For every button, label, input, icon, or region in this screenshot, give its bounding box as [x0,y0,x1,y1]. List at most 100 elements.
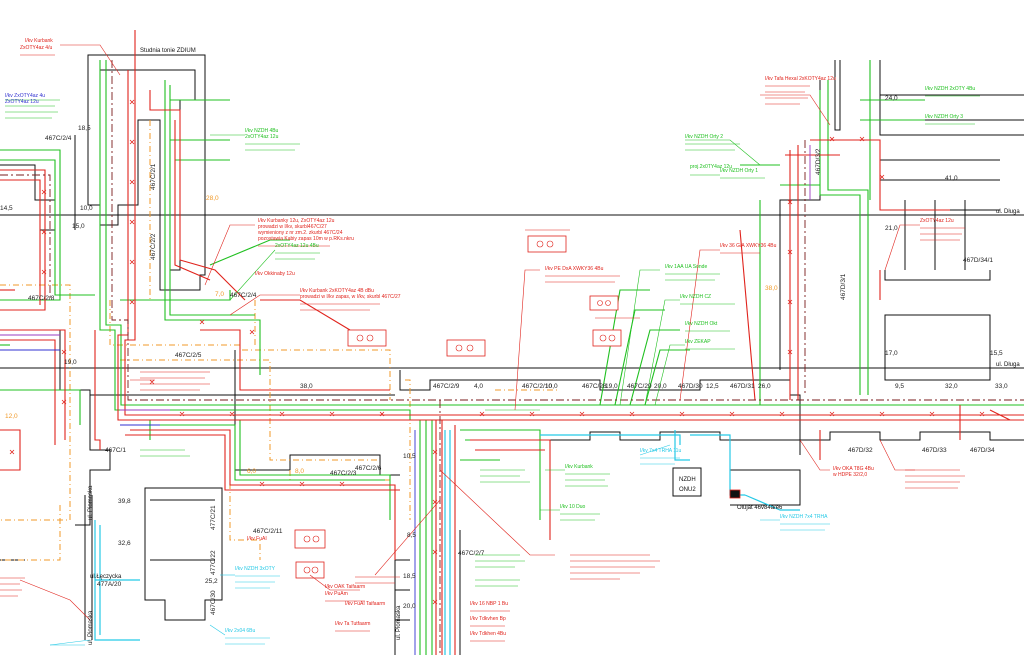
svg-text:I/kv Kurbank: I/kv Kurbank [25,38,53,44]
plot-label: 467C/2/6 [355,465,382,472]
plot-label: 467C/28 [582,383,607,390]
building-lower-left-strip [84,495,93,640]
label-nzdh: NZDH [679,477,696,483]
svg-text:20,0: 20,0 [403,603,416,610]
svg-text:7,0: 7,0 [215,291,224,298]
svg-text:19,0: 19,0 [605,383,618,390]
frontage-right [399,370,801,455]
building-right-mid [884,270,991,281]
svg-text:I/kv NZDH Orty 2: I/kv NZDH Orty 2 [685,134,723,140]
label-studnia: Studnia tonie ZDIUM [140,48,196,54]
svg-text:17,0: 17,0 [885,350,898,357]
street-piomazka-c: ul. Piomaska [88,610,94,645]
cyan-annotations: I/kv 7x4 TRHA 11u I/kv NZDH 7x4 TRHA I/k… [225,448,828,634]
frontage-right-lower [539,430,1024,441]
plot-label: 467C/1 [105,447,126,454]
svg-text:12,5: 12,5 [706,383,719,390]
svg-text:14,5: 14,5 [0,205,13,212]
svg-text:20,0: 20,0 [654,383,667,390]
plot-label: 467C/30 [210,590,217,615]
svg-text:I/kv 2x04 6Bu: I/kv 2x04 6Bu [225,628,256,634]
svg-text:8,5: 8,5 [407,532,416,539]
svg-text:32,0: 32,0 [945,383,958,390]
dimension-labels: 18,5 10,0 15,0 14,5 19,0 38,0 4,0 10,0 1… [0,95,1008,610]
svg-text:I/kv PE DxA XWKY36 4Bu: I/kv PE DxA XWKY36 4Bu [545,266,604,272]
svg-text:I/kv 10 Duo: I/kv 10 Duo [560,504,586,510]
svg-text:I/kv NZDH Orty 3: I/kv NZDH Orty 3 [925,114,963,120]
building-top-right-a [834,60,841,131]
purple-network [0,145,811,411]
svg-text:33,0: 33,0 [995,383,1008,390]
plot-label: 467C/29 [627,383,652,390]
svg-text:I/kv Kurbanky 12u, ZxOTY4az 12: I/kv Kurbanky 12u, ZxOTY4az 12u [258,218,335,224]
plot-label: 467C/2/7 [458,550,485,557]
svg-text:39,8: 39,8 [118,498,131,505]
svg-text:25,2: 25,2 [205,578,218,585]
building-top-right-c [779,80,821,370]
svg-text:I/kv Tdkvhen Bp: I/kv Tdkvhen Bp [470,616,506,622]
junction-box-symbols [303,240,616,574]
street-dluga-top: ul. Długa [996,209,1020,215]
svg-text:prowadzi w I/kv, skurbl467C/27: prowadzi w I/kv, skurbl467C/27 [258,224,327,230]
svg-text:I/kv Tdkhen 4Bu: I/kv Tdkhen 4Bu [470,631,506,637]
svg-text:38,0: 38,0 [300,383,313,390]
svg-text:I/kv 7x4 TRHA 11u: I/kv 7x4 TRHA 11u [640,448,681,454]
svg-text:w HDPE 32/2,0: w HDPE 32/2,0 [833,472,867,478]
svg-text:18,5: 18,5 [403,573,416,580]
plot-label: 467D/34 [970,447,995,454]
svg-text:10,0: 10,0 [545,383,558,390]
svg-text:4,0: 4,0 [474,383,483,390]
svg-text:I/kv Kurbank: I/kv Kurbank [565,464,593,470]
plot-label: 467C/2/3 [330,470,357,477]
svg-text:18,5: 18,5 [78,125,91,132]
red-crossmarks [9,99,985,605]
building-right-ladder [880,94,1024,211]
building-top-right-b [879,60,1024,136]
svg-text:32,6: 32,6 [118,540,131,547]
plot-label: 467D/3/1 [840,273,847,300]
red-annotations: I/kv Kurbank ZxOTY4az 4/u I/kv Kurbanky … [20,38,954,637]
svg-text:38,0: 38,0 [765,285,778,292]
svg-text:I/kv 16 NBP 1 Bu: I/kv 16 NBP 1 Bu [470,601,508,607]
svg-text:ZxOTY4az 4/u: ZxOTY4az 4/u [20,45,52,51]
label-obujat: Olujat 46v84a/e6 [737,505,783,511]
svg-text:I/kv OAK Taifaarm: I/kv OAK Taifaarm [325,584,365,590]
svg-text:I/kv NZDH Orty 1: I/kv NZDH Orty 1 [720,168,758,174]
building-obujat [730,469,801,506]
plot-label: 467D/32 [848,447,873,454]
svg-text:wymieniony z nr zm.2. zkurbl 4: wymieniony z nr zm.2. zkurbl 467C/24 [258,230,343,236]
svg-text:19,0: 19,0 [64,359,77,366]
svg-text:I/kv NZDH 2xOTY 4Bu: I/kv NZDH 2xOTY 4Bu [925,86,975,92]
green-annotations: I/kv NZDH 4Bu 2xOTY4az 12u I/kv NZDH 2xO… [245,86,975,510]
svg-text:I/kv NZDH 4Bu: I/kv NZDH 4Bu [245,128,279,134]
plot-label: 467D/31 [730,383,755,390]
building-right-block [884,314,991,381]
green-network [0,60,1024,655]
svg-text:2xOTY4az 12u: 2xOTY4az 12u [245,134,279,140]
building-lower-left [144,487,223,621]
junction-boxes [294,235,741,579]
plot-labels: 467C/2/4 467C/2/9 467C/2/10 467C/28 467C… [28,135,995,615]
svg-text:I/kv Tafa Hexal 2xKOTY4az 12u: I/kv Tafa Hexal 2xKOTY4az 12u [765,76,836,82]
plot-label: 467C/2/4 [45,135,72,142]
cyan-annotation-lines [50,457,830,646]
building-nzdh [672,467,702,497]
svg-text:6,0: 6,0 [247,468,256,475]
plot-label: 467C/2/9 [433,383,460,390]
plot-label: 467C/2/10 [522,383,552,390]
building-right-col [904,200,966,270]
svg-text:15,0: 15,0 [72,223,85,230]
street-leczycka: ul.Łęczycka [90,574,122,580]
svg-text:I/kv ZEKAP: I/kv ZEKAP [685,339,711,345]
svg-text:proj.2x0TY4az 12u: proj.2x0TY4az 12u [690,164,732,170]
svg-text:prowadzi w I/kv zapas, w I/kv,: prowadzi w I/kv zapas, w I/kv, skurbl 46… [300,294,401,300]
red-network [0,30,1024,655]
street-dluga-mid: ul. Długa [996,362,1020,368]
plot-label: 477C/21 [210,505,217,530]
svg-text:I/kv Kurbank 2xKOTY4az 4B dBu: I/kv Kurbank 2xKOTY4az 4B dBu [300,288,374,294]
svg-text:9,5: 9,5 [895,383,904,390]
street-piomazka-b: ul. Piomaska [396,605,402,640]
svg-text:I/kv NZDH CZ: I/kv NZDH CZ [680,294,711,300]
